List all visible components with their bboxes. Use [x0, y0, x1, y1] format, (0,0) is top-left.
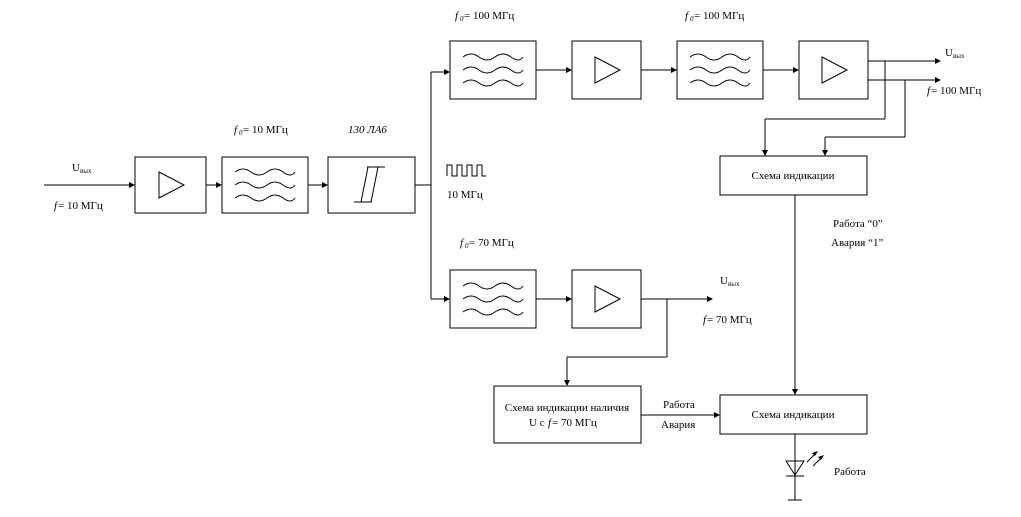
- status-alarm: Авария: [661, 419, 695, 431]
- svg-text:f: f: [685, 10, 690, 22]
- amplifier-70mhz-block: [571, 269, 642, 329]
- svg-text:f: f: [455, 10, 460, 22]
- amplifier-100mhz-block-2: [798, 40, 869, 100]
- svg-text:f: f: [460, 237, 465, 249]
- output-frequency-label-70: f = 70 МГц: [703, 314, 752, 326]
- input-voltage-label: U вых: [72, 162, 92, 175]
- status-work: Работа: [663, 399, 695, 411]
- schmitt-trigger-block: [327, 156, 416, 214]
- indication-block-bottom: Схема индикации: [719, 394, 868, 435]
- svg-text:0: 0: [690, 15, 694, 23]
- amplifier-100mhz-block-1: [571, 40, 642, 100]
- filter-100mhz-block-1: [449, 40, 537, 100]
- input-arrow: [129, 182, 135, 188]
- svg-text:U с: U с: [529, 417, 545, 429]
- filter-70mhz-block: [449, 269, 537, 329]
- svg-text:Схема индикации: Схема индикации: [752, 409, 835, 421]
- presence-indication-block: Схема индикации наличия U с f = 70 МГц: [493, 385, 642, 444]
- svg-text:= 70 МГц: = 70 МГц: [707, 314, 752, 326]
- output-voltage-label-top: U вых: [945, 47, 965, 60]
- svg-text:= 100 МГц: = 100 МГц: [931, 85, 981, 97]
- output-voltage-label-70: U вых: [720, 275, 740, 288]
- svg-text:U: U: [72, 162, 80, 174]
- svg-text:= 70 МГц: = 70 МГц: [552, 417, 597, 429]
- filter-100mhz-block-2: [676, 40, 764, 100]
- chip-label: 130 ЛА6: [348, 124, 387, 136]
- svg-text:вых: вых: [728, 280, 740, 288]
- svg-text:f: f: [703, 314, 708, 326]
- svg-text:U: U: [945, 47, 953, 59]
- input-amplifier-block: [134, 156, 207, 214]
- svg-text:Схема индикации наличия: Схема индикации наличия: [505, 402, 629, 414]
- output-frequency-label-100: f = 100 МГц: [927, 85, 981, 97]
- square-wave-icon: [446, 164, 486, 177]
- svg-text:f: f: [234, 124, 239, 136]
- svg-text:f: f: [927, 85, 932, 97]
- svg-text:U: U: [720, 275, 728, 287]
- f0-100mhz-label-2: f 0 = 100 МГц: [685, 10, 744, 23]
- svg-text:= 70 МГц: = 70 МГц: [469, 237, 514, 249]
- svg-text:f: f: [548, 417, 553, 429]
- svg-text:f: f: [54, 200, 59, 212]
- svg-text:= 10 МГц: = 10 МГц: [58, 200, 103, 212]
- svg-text:= 100 МГц: = 100 МГц: [694, 10, 744, 22]
- svg-text:= 100 МГц: = 100 МГц: [464, 10, 514, 22]
- svg-text:Схема индикации: Схема индикации: [752, 170, 835, 182]
- svg-text:вых: вых: [953, 52, 965, 60]
- svg-text:0: 0: [460, 15, 464, 23]
- f0-70mhz-label: f 0 = 70 МГц: [460, 237, 514, 250]
- svg-text:= 10 МГц: = 10 МГц: [243, 124, 288, 136]
- indication-block-top: Схема индикации: [719, 155, 868, 196]
- svg-text:0: 0: [239, 129, 243, 137]
- f0-10mhz-label: f 0 = 10 МГц: [234, 124, 288, 137]
- hysteresis-icon: [354, 166, 385, 203]
- f0-100mhz-label-1: f 0 = 100 МГц: [455, 10, 514, 23]
- svg-text:0: 0: [465, 242, 469, 250]
- status-work-0: Работа “0”: [833, 218, 883, 230]
- filter-10mhz-block: [221, 156, 309, 214]
- input-frequency-label: f = 10 МГц: [54, 200, 103, 212]
- svg-text:вых: вых: [80, 167, 92, 175]
- status-alarm-1: Авария “1”: [831, 237, 883, 249]
- led-label: Работа: [834, 466, 866, 478]
- square-wave-label: 10 МГц: [447, 189, 483, 201]
- led-icon: [785, 451, 824, 477]
